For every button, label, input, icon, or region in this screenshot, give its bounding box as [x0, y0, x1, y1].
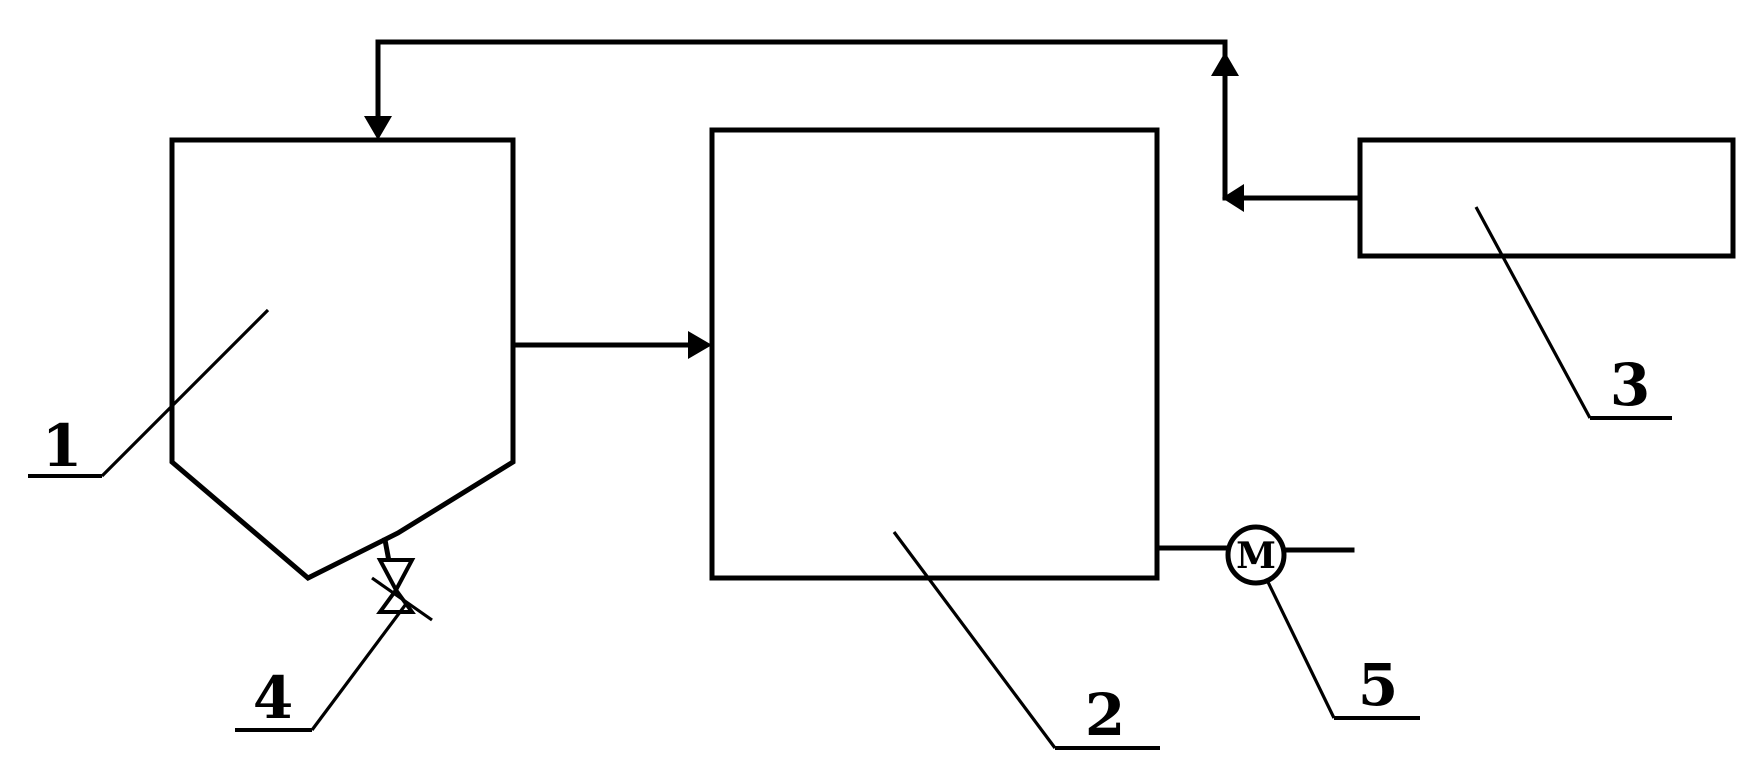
motor-symbol: M [1236, 535, 1276, 577]
feeder-box [1357, 137, 1736, 259]
motor-circle [1225, 524, 1287, 586]
label-3-callout: 3 [1474, 206, 1672, 420]
label-2-callout: 2 [892, 531, 1160, 750]
label-1: 1 [42, 412, 82, 480]
reactor-box [709, 127, 1160, 581]
arrow-into-junction [1222, 184, 1244, 212]
label-3: 3 [1610, 351, 1650, 419]
discharge-valve [371, 537, 433, 622]
label-5: 5 [1358, 651, 1398, 719]
label-4-callout: 4 [235, 603, 408, 732]
label-4: 4 [253, 664, 293, 732]
arrow-into-reactor [688, 331, 712, 359]
feed-return-line [375, 39, 1363, 201]
arrow-up [1211, 52, 1239, 76]
label-1-callout: 1 [28, 308, 270, 480]
arrow-down-into-hopper [364, 116, 392, 140]
label-5-callout: 5 [1266, 581, 1420, 720]
label-2: 2 [1085, 681, 1125, 749]
hopper-tank [169, 137, 516, 581]
